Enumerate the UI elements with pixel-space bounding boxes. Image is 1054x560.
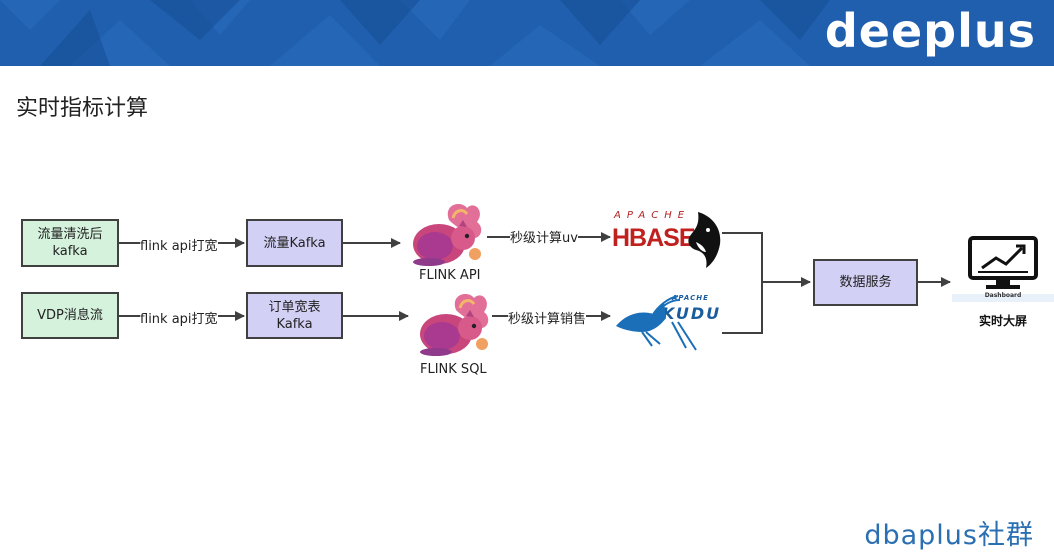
connector-hbase-merge [722, 232, 763, 282]
hbase-name-text: HBASE [612, 224, 696, 252]
source-traffic-kafka: 流量清洗后 kafka [21, 219, 119, 267]
flink-sql-node: FLINK SQL [412, 286, 494, 381]
monitor-chart-icon [968, 236, 1038, 289]
header-pattern [0, 0, 830, 66]
kafka-order-box: 订单宽表 Kafka [246, 292, 343, 339]
flink-api-caption: FLINK API [419, 268, 481, 283]
brand-logo: deeplus [824, 4, 1036, 58]
kudu-logo: APACHE KUDU [612, 292, 720, 354]
page-title: 实时指标计算 [16, 96, 149, 121]
source-traffic-line2: kafka [52, 244, 88, 259]
data-service-box: 数据服务 [813, 259, 918, 306]
source-vdp-label: VDP消息流 [37, 308, 103, 323]
kudu-antelope-icon [616, 295, 697, 351]
source-vdp-stream: VDP消息流 [21, 292, 119, 339]
orca-icon [688, 212, 721, 268]
watermark: dbaplus社群 [864, 520, 1034, 551]
flink-squirrel-icon [420, 294, 489, 356]
connector-kudu-merge [722, 282, 763, 334]
source-traffic-line1: 流量清洗后 [37, 227, 103, 242]
kafka-order-line2: Kafka [276, 316, 313, 332]
kafka-traffic-label: 流量Kafka [263, 235, 326, 251]
flink-sql-caption: FLINK SQL [420, 362, 487, 377]
hbase-logo: APACHE HBASE [612, 208, 724, 270]
hbase-apache-text: APACHE [614, 210, 691, 221]
kafka-traffic-box: 流量Kafka [246, 219, 343, 267]
dashboard-caption: 实时大屏 [978, 314, 1027, 328]
kudu-name-text: KUDU [662, 304, 722, 323]
edge-label-flink-widen-2: flink api打宽 [140, 308, 218, 327]
header-banner: deeplus [0, 0, 1054, 66]
dashboard-node: Dashboard 实时大屏 [952, 234, 1054, 334]
kudu-apache-text: APACHE [672, 294, 709, 302]
dashboard-label: Dashboard [984, 292, 1022, 299]
dashboard-strip [952, 294, 1054, 302]
flink-api-node: FLINK API [405, 198, 487, 288]
kafka-order-line1: 订单宽表 [268, 299, 321, 315]
edge-label-flink-widen-1: flink api打宽 [140, 235, 218, 254]
edge-label-sales: 秒级计算销售 [508, 308, 587, 327]
data-service-label: 数据服务 [839, 275, 892, 290]
edge-label-uv: 秒级计算uv [510, 227, 578, 246]
flink-squirrel-icon [413, 204, 482, 266]
